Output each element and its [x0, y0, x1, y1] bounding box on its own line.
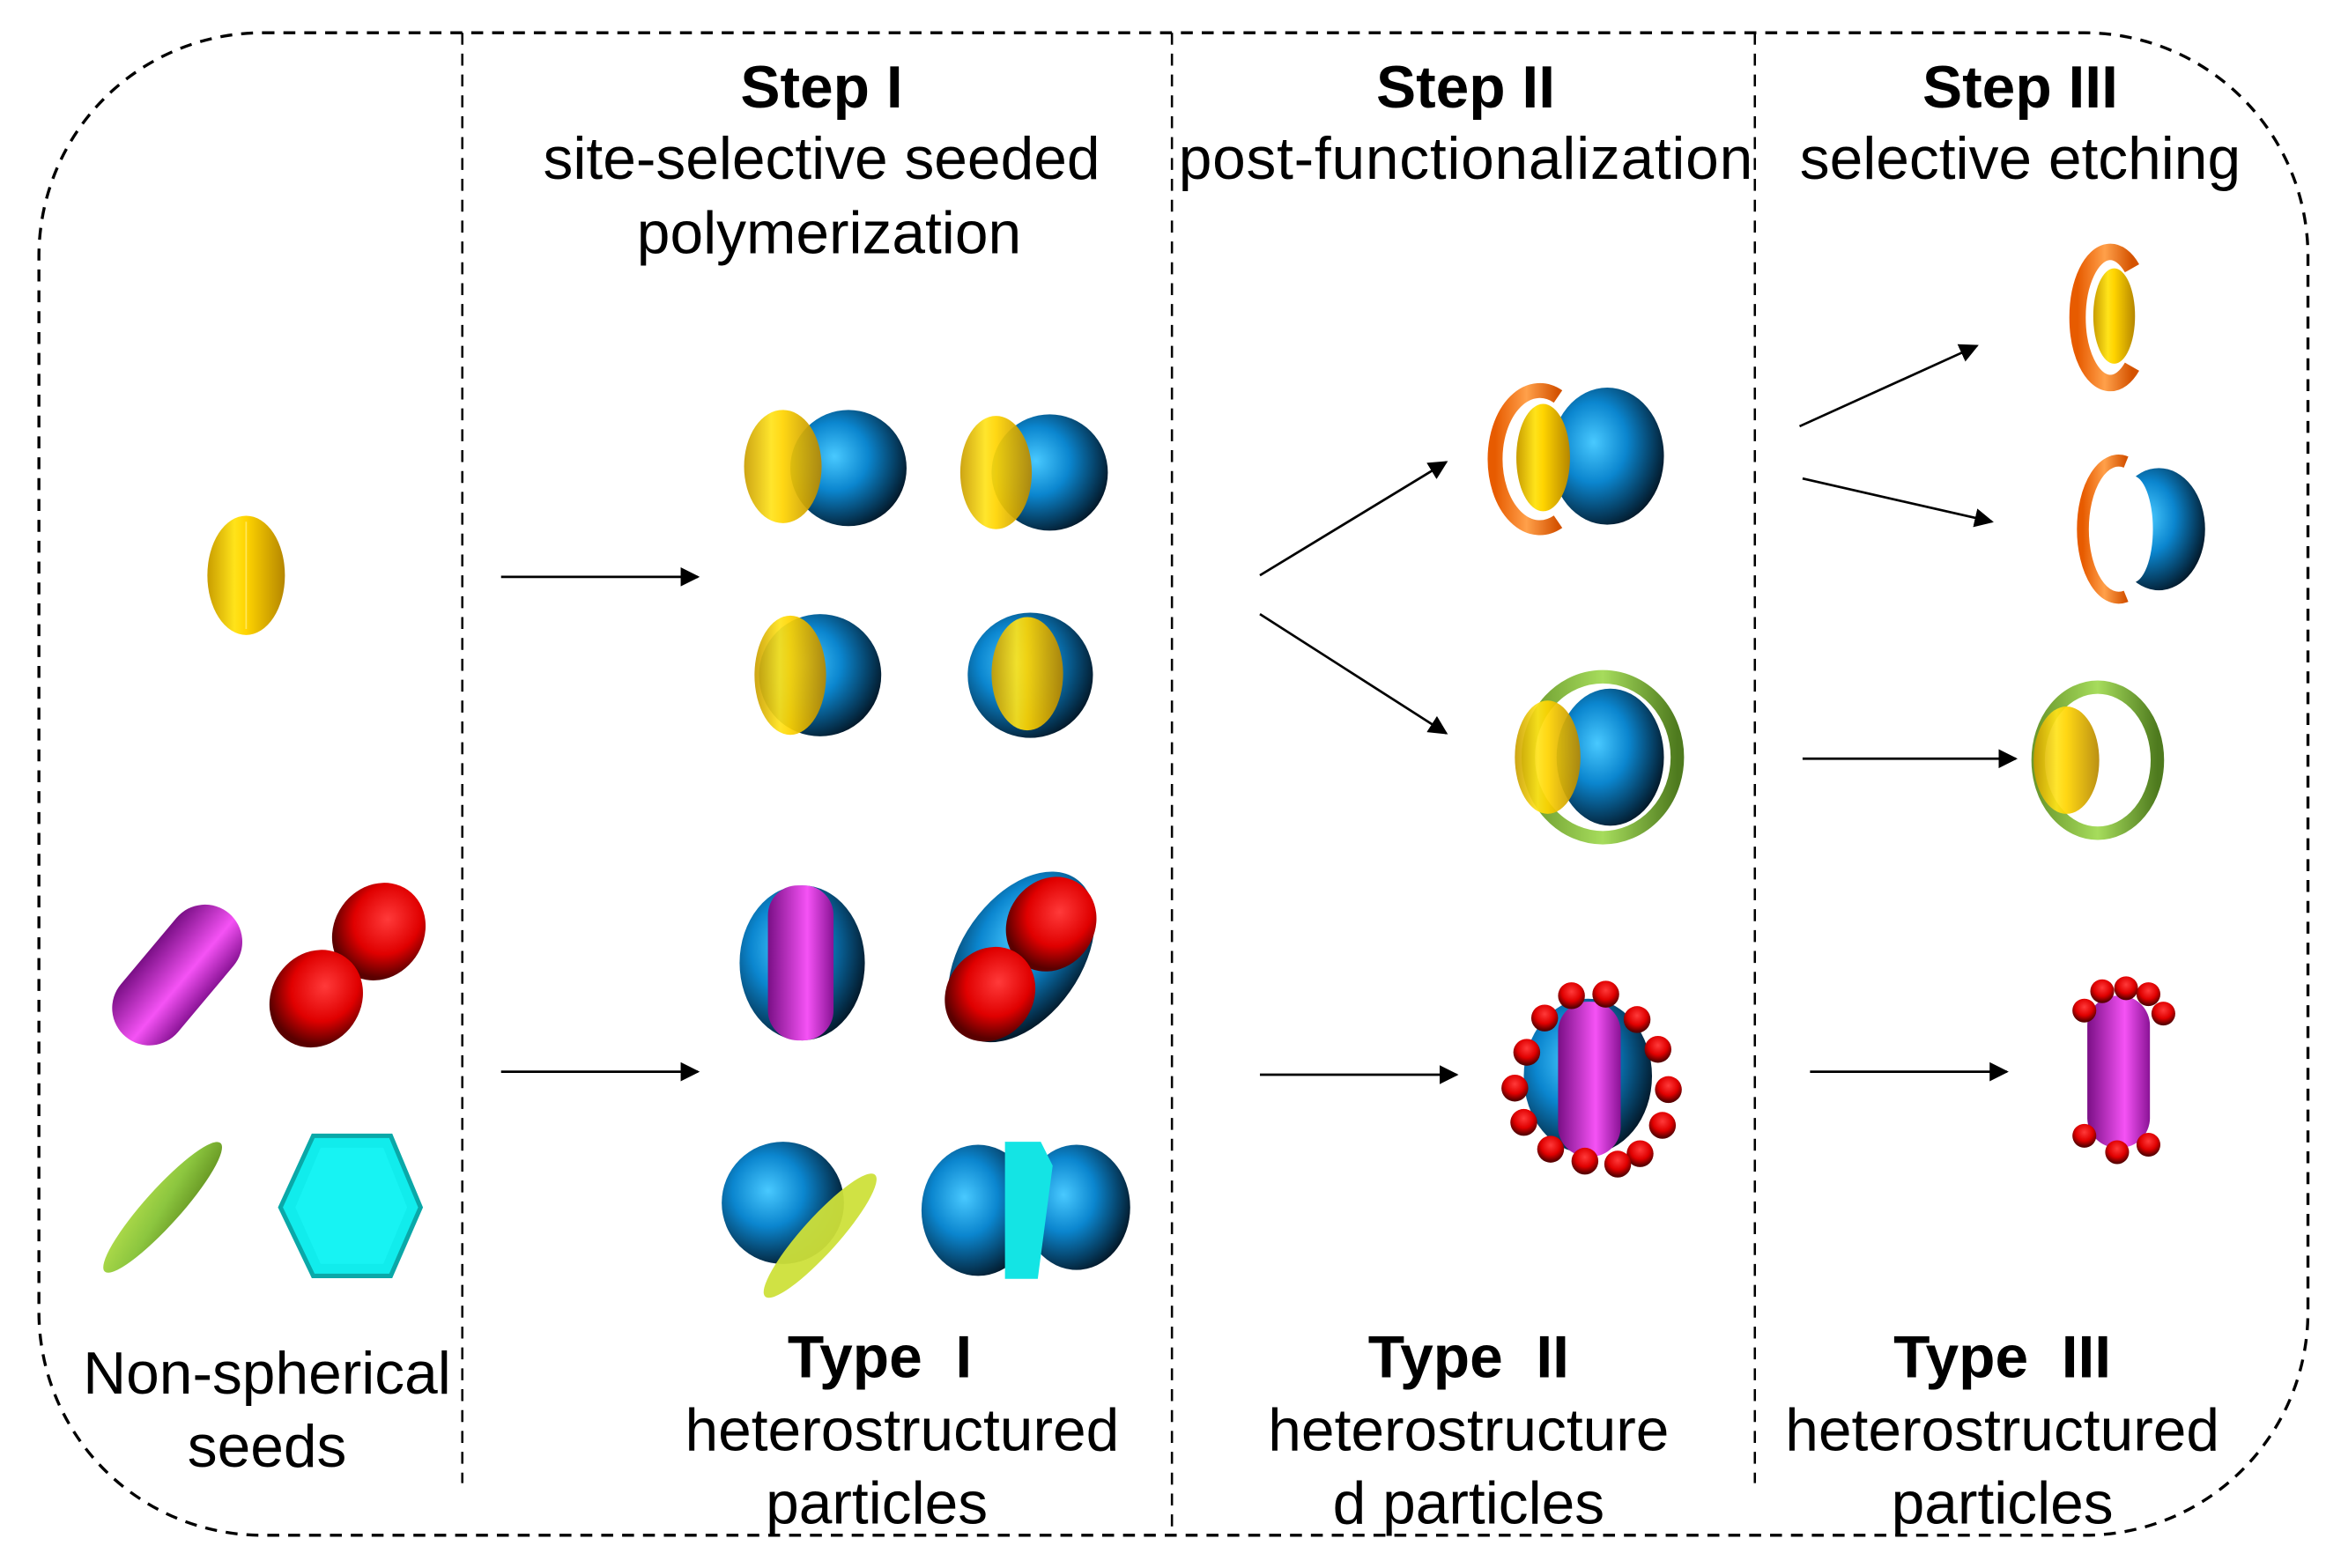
type1-desc-line2: particles	[766, 1470, 988, 1536]
seed-cyan-hexagon	[278, 1133, 424, 1278]
type3-particle-gold-green-ring	[2031, 680, 2165, 840]
type2-desc-line2: d particles	[1333, 1470, 1604, 1536]
type2-label: Type II heterostructure d particles	[1268, 1324, 1669, 1536]
type1-desc-line1: heterostructured	[685, 1397, 1119, 1463]
red-dots	[1501, 980, 1682, 1178]
step1-title: Step I	[740, 55, 902, 121]
arrow-step3-orange-a	[1798, 344, 1979, 428]
step1-header: Step I site-selective seeded polymerizat…	[544, 55, 1100, 267]
step3-subtitle: selective etching	[1800, 126, 2241, 192]
outer-frame	[37, 31, 2310, 1537]
seed-red-dumbbell	[269, 883, 426, 1048]
arrow-step2-orange	[1259, 461, 1448, 577]
step3-title: Step III	[1922, 55, 2118, 121]
type3-desc-line1: heterostructured	[1785, 1397, 2219, 1463]
type1-title: Type I	[788, 1324, 972, 1390]
type1-particle-gold-blue-1	[744, 410, 907, 527]
type1-particle-purple-rod-blue	[739, 885, 865, 1041]
type1-particle-gold-blue-2	[959, 414, 1108, 531]
arrows	[500, 344, 2019, 1084]
type2-particle-green-ring	[1515, 669, 1685, 845]
red-dots	[2072, 976, 2175, 1165]
type3-desc-line2: particles	[1892, 1470, 2114, 1536]
step2-subtitle: post-functionalization	[1179, 126, 1752, 192]
seeds-label: Non-spherical seeds	[83, 1341, 451, 1480]
type2-desc-line1: heterostructure	[1268, 1397, 1669, 1463]
step3-header: Step III selective etching	[1800, 55, 2241, 192]
seed-gold-ellipsoid	[207, 515, 285, 635]
type2-particle-rod-red-dots	[1501, 980, 1682, 1178]
step2-title: Step II	[1376, 55, 1555, 121]
seed-lime-spindle	[103, 1142, 222, 1273]
seed-purple-rod	[112, 904, 242, 1046]
type1-label: Type I heterostructured particles	[685, 1324, 1119, 1536]
seeds-label-line2: seeds	[188, 1414, 347, 1480]
step2-header: Step II post-functionalization	[1179, 55, 1752, 192]
seeds-label-line1: Non-spherical	[83, 1341, 451, 1407]
step1-subtitle-line1: site-selective seeded	[544, 126, 1100, 192]
type3-particle-rod-red-dots	[2072, 976, 2175, 1165]
type3-title: Type III	[1893, 1324, 2111, 1390]
type3-label: Type III heterostructured particles	[1785, 1324, 2219, 1536]
type1-particle-gold-blue-3	[754, 614, 882, 736]
type2-particle-orange-ring	[1487, 382, 1664, 536]
arrow-step2-green	[1259, 612, 1448, 735]
arrow-step3-orange-b	[1802, 477, 1994, 528]
type3-particle-blue-orange-ring	[2077, 455, 2205, 604]
type1-particle-gold-blue-4	[967, 612, 1093, 738]
type1-particle-red-dumbbell-blue	[944, 871, 1097, 1043]
type3-particle-gold-orange-cap	[2069, 243, 2139, 392]
step1-subtitle-line2: polymerization	[637, 201, 1021, 267]
type1-particle-lime-spindle-blue	[722, 1142, 877, 1298]
type2-title: Type II	[1368, 1324, 1569, 1390]
type1-particle-cyan-hexagon-blue	[921, 1142, 1130, 1279]
